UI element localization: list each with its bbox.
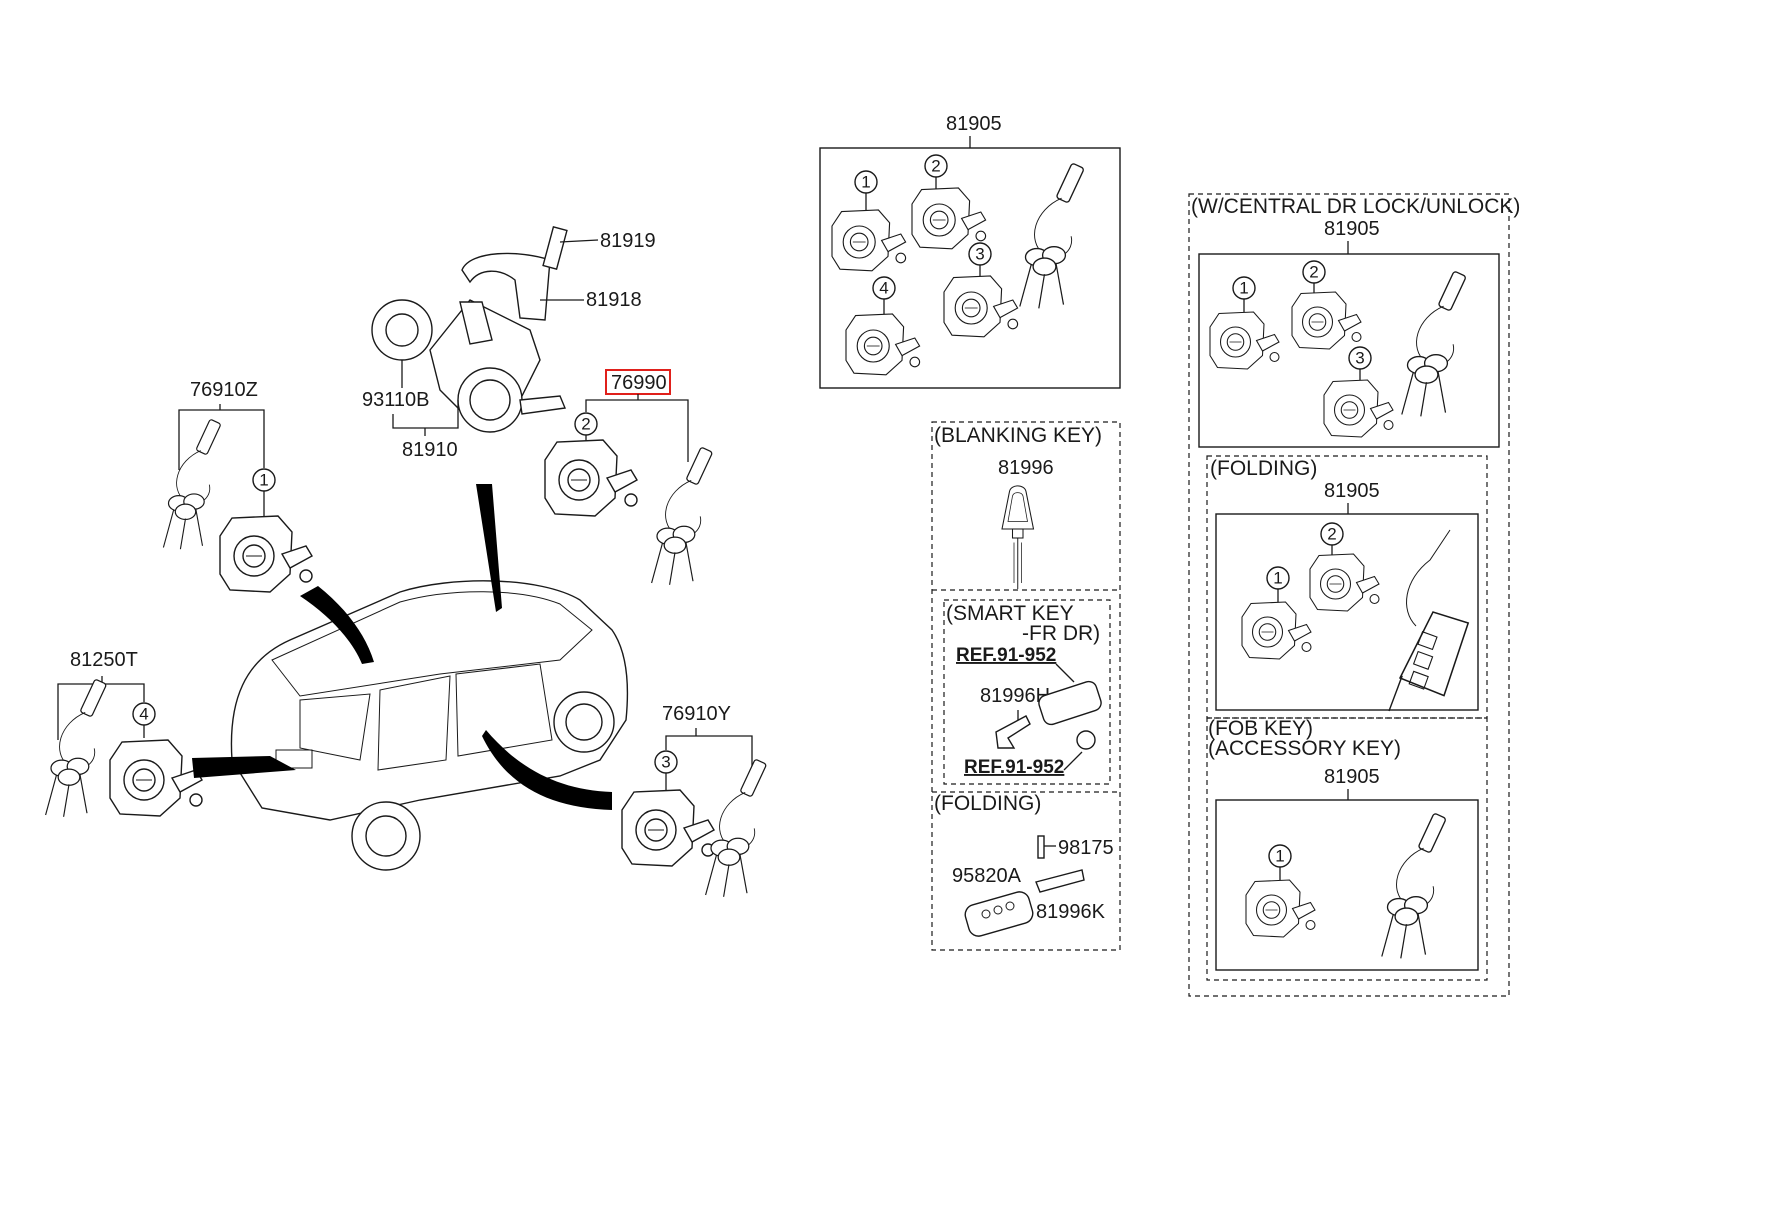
pin-icon <box>1037 835 1045 859</box>
keyset-icon <box>1401 270 1467 418</box>
keyset-icon <box>162 418 222 550</box>
callout-1-76910z-label: 1 <box>259 471 268 490</box>
part-label-81996h: 81996H <box>980 685 1050 707</box>
smart-key-panel <box>943 599 1111 785</box>
callout-1-central: 1 <box>1239 279 1248 298</box>
pointer-arrow-column <box>476 484 502 612</box>
caption-folding-mid: (FOLDING) <box>934 792 1041 815</box>
callout-3-76910y-label: 3 <box>661 753 670 772</box>
tailgate-lock-cylinder-icon <box>109 739 203 817</box>
bracket-76910z <box>178 404 265 470</box>
callout-3-kit: 3 <box>975 245 984 264</box>
callout-3-central: 3 <box>1355 349 1364 368</box>
ignition-cylinder-icon <box>544 439 638 517</box>
callout-4-kit: 4 <box>879 279 888 298</box>
kit-box-81905-folding <box>1215 513 1479 711</box>
emergency-blade-icon <box>995 715 1031 749</box>
callout-2-folding: 2 <box>1327 525 1336 544</box>
fob-key-panel <box>1206 717 1488 981</box>
leader-81919 <box>559 239 599 243</box>
part-label-81250t: 81250T <box>70 649 138 671</box>
pointer-arrow-tailgate <box>192 756 296 778</box>
caption-accessory-key: (ACCESSORY KEY) <box>1208 737 1401 760</box>
pointer-arrow-door <box>482 730 612 810</box>
caption-fob-key: (FOB KEY) <box>1208 717 1313 740</box>
folding-remote-key-icon <box>1388 611 1469 712</box>
part-label-93110b: 93110B <box>362 389 429 411</box>
keyset-icon <box>44 678 108 818</box>
blanking-key-panel <box>931 421 1121 951</box>
callout-2-central: 2 <box>1309 263 1318 282</box>
keyset-icon <box>1381 812 1447 960</box>
passenger-lock-cylinder-icon <box>621 789 715 867</box>
bracket-76990 <box>585 394 689 462</box>
coin-battery-icon <box>1076 730 1096 750</box>
keyset-icon <box>650 446 714 586</box>
ref-link-91-952-a[interactable]: REF.91-952 <box>956 645 1056 666</box>
keyset-icon <box>704 758 768 898</box>
ignition-cylinder-icon <box>1309 553 1380 612</box>
door-lock-cylinder-icon <box>1245 879 1316 938</box>
ignition-cylinder-icon <box>911 187 987 250</box>
ignition-cylinder-icon <box>1291 291 1362 350</box>
keyset-icon <box>1019 162 1085 310</box>
door-lock-cylinder-icon <box>831 209 907 272</box>
bracket-76910y <box>665 728 753 790</box>
part-label-81919: 81919 <box>600 230 656 252</box>
callout-2-kit: 2 <box>931 157 940 176</box>
part-label-81905-folding: 81905 <box>1324 480 1380 502</box>
folding-key-blade-icon <box>1035 869 1085 893</box>
part-label-81905-fob: 81905 <box>1324 766 1380 788</box>
steering-lock-assembly <box>371 226 568 433</box>
part-label-81910: 81910 <box>402 439 458 461</box>
part-label-81905-main: 81905 <box>946 113 1002 135</box>
kit-box-81905 <box>819 147 1121 389</box>
callout-1-fob: 1 <box>1275 847 1284 866</box>
door-lock-cylinder-icon <box>1241 601 1312 660</box>
callout-4-81250t-label: 4 <box>139 705 148 724</box>
callout-2-76990-label: 2 <box>581 415 590 434</box>
caption-folding-right: (FOLDING) <box>1210 457 1317 480</box>
passenger-lock-cylinder-icon <box>943 275 1019 338</box>
smart-key-fob-icon <box>1038 680 1102 726</box>
vehicle-outline <box>230 580 629 871</box>
caption-smart-key-fr-dr: -FR DR) <box>1022 622 1100 645</box>
callout-1-kit: 1 <box>861 173 870 192</box>
part-label-81918: 81918 <box>586 289 642 311</box>
passenger-lock-cylinder-icon <box>1323 379 1394 438</box>
part-label-95820a: 95820A <box>952 865 1022 887</box>
ref-link-91-952-b[interactable]: REF.91-952 <box>964 757 1064 778</box>
bracket-81910 <box>392 400 459 436</box>
folding-panel <box>1206 455 1488 719</box>
blank-key-icon <box>1001 485 1035 590</box>
part-label-81905-central: 81905 <box>1324 218 1380 240</box>
tailgate-lock-cylinder-icon <box>845 313 921 376</box>
pointer-arrow-roof <box>300 586 374 664</box>
caption-smart-key: (SMART KEY <box>946 602 1074 625</box>
caption-central-lock: (W/CENTRAL DR LOCK/UNLOCK) <box>1191 195 1520 218</box>
central-lock-panel <box>1188 193 1510 997</box>
door-lock-cylinder-icon <box>1209 311 1280 370</box>
part-label-81996: 81996 <box>998 457 1054 479</box>
part-label-98175: 98175 <box>1058 837 1114 859</box>
part-label-76990: 76990 <box>611 372 667 394</box>
part-label-76910z: 76910Z <box>190 379 258 401</box>
door-lock-cylinder-icon <box>219 515 313 593</box>
kit-box-81905-central <box>1198 253 1500 448</box>
kit-box-81905-fob <box>1215 799 1479 971</box>
callout-1-folding: 1 <box>1273 569 1282 588</box>
part-label-81996k: 81996K <box>1036 901 1106 923</box>
part-label-76910y: 76910Y <box>662 703 731 725</box>
caption-blanking-key: (BLANKING KEY) <box>934 424 1102 447</box>
